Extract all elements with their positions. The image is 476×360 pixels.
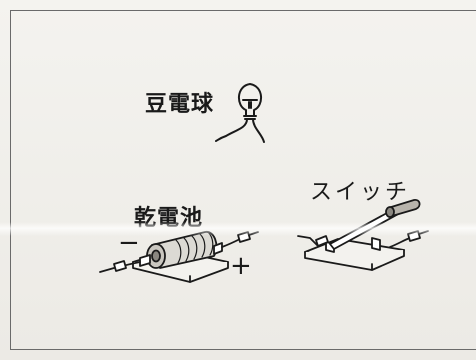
knife-switch-icon <box>297 199 429 271</box>
battery-icon <box>99 231 259 283</box>
figure-border <box>10 10 476 350</box>
switch-label: スイッチ <box>310 180 411 205</box>
battery-plus-sign: + <box>230 251 252 281</box>
bulb-label: 豆電球 <box>145 92 215 117</box>
battery-minus-sign: − <box>118 228 140 258</box>
light-bulb-icon <box>215 83 265 143</box>
